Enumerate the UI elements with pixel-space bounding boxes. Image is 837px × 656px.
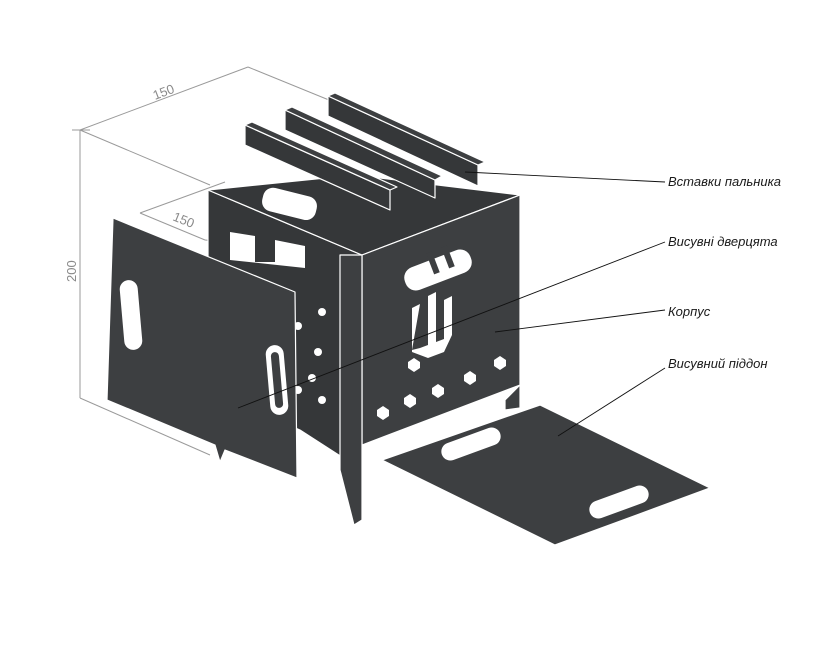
burner-inserts — [244, 92, 486, 211]
label-removable-door: Висувні дверцята — [237, 234, 778, 409]
dimension-height: 200 — [64, 129, 211, 456]
svg-text:Вставки пальника: Вставки пальника — [668, 174, 781, 189]
height-dimension-label: 200 — [64, 260, 79, 282]
removable-door — [106, 217, 298, 479]
removable-tray — [381, 404, 711, 546]
trident-emblem — [412, 292, 452, 358]
body-front-wall — [339, 194, 521, 526]
label-body: Корпус — [494, 304, 711, 333]
dimension-width: 150 — [79, 66, 379, 186]
svg-text:Висувні дверцята: Висувні дверцята — [668, 234, 778, 249]
width-dimension-label: 150 — [151, 81, 177, 103]
svg-text:Корпус: Корпус — [668, 304, 711, 319]
label-removable-tray: Висувний піддон — [557, 356, 768, 437]
svg-text:Висувний піддон: Висувний піддон — [668, 356, 768, 371]
label-burner-inserts: Вставки пальника — [464, 171, 781, 189]
